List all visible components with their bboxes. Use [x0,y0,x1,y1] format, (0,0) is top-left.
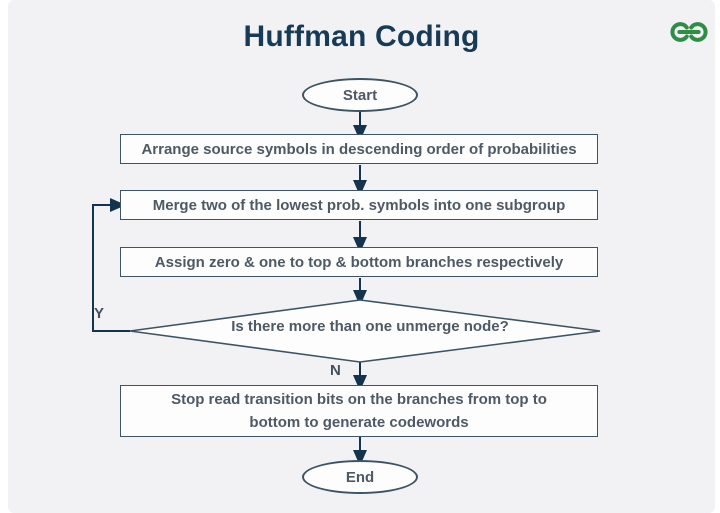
decision-question: Is there more than one unmerge node? [231,318,509,335]
connector-decision-yes-loop [92,198,130,332]
step-box-merge: Merge two of the lowest prob. symbols in… [120,190,598,220]
decision-yes-label: Y [94,305,105,322]
geeksforgeeks-logo-icon [668,18,710,46]
step-box-assign: Assign zero & one to top & bottom branch… [120,247,598,277]
step-box-stop: Stop read transition bits on the branche… [120,385,598,437]
page-title: Huffman Coding [243,20,480,53]
step-box-arrange: Arrange source symbols in descending ord… [120,134,598,164]
connectors-layer [92,112,601,466]
step-box-label: Stop read transition bits on the branche… [171,391,547,431]
end-node-label: End [345,468,375,486]
decision-diamond-shape [129,299,601,363]
flowchart-canvas: Huffman Coding Start Arrange sou [8,0,715,513]
step-box-label: Assign zero & one to top & bottom branch… [154,253,564,271]
step-box-label: Merge two of the lowest prob. symbols in… [152,196,566,214]
start-node: Start [302,78,418,112]
step-box-label: Arrange source symbols in descending ord… [141,140,577,158]
decision-no-label: N [330,362,341,379]
start-node-label: Start [342,86,378,104]
end-node: End [302,460,418,494]
